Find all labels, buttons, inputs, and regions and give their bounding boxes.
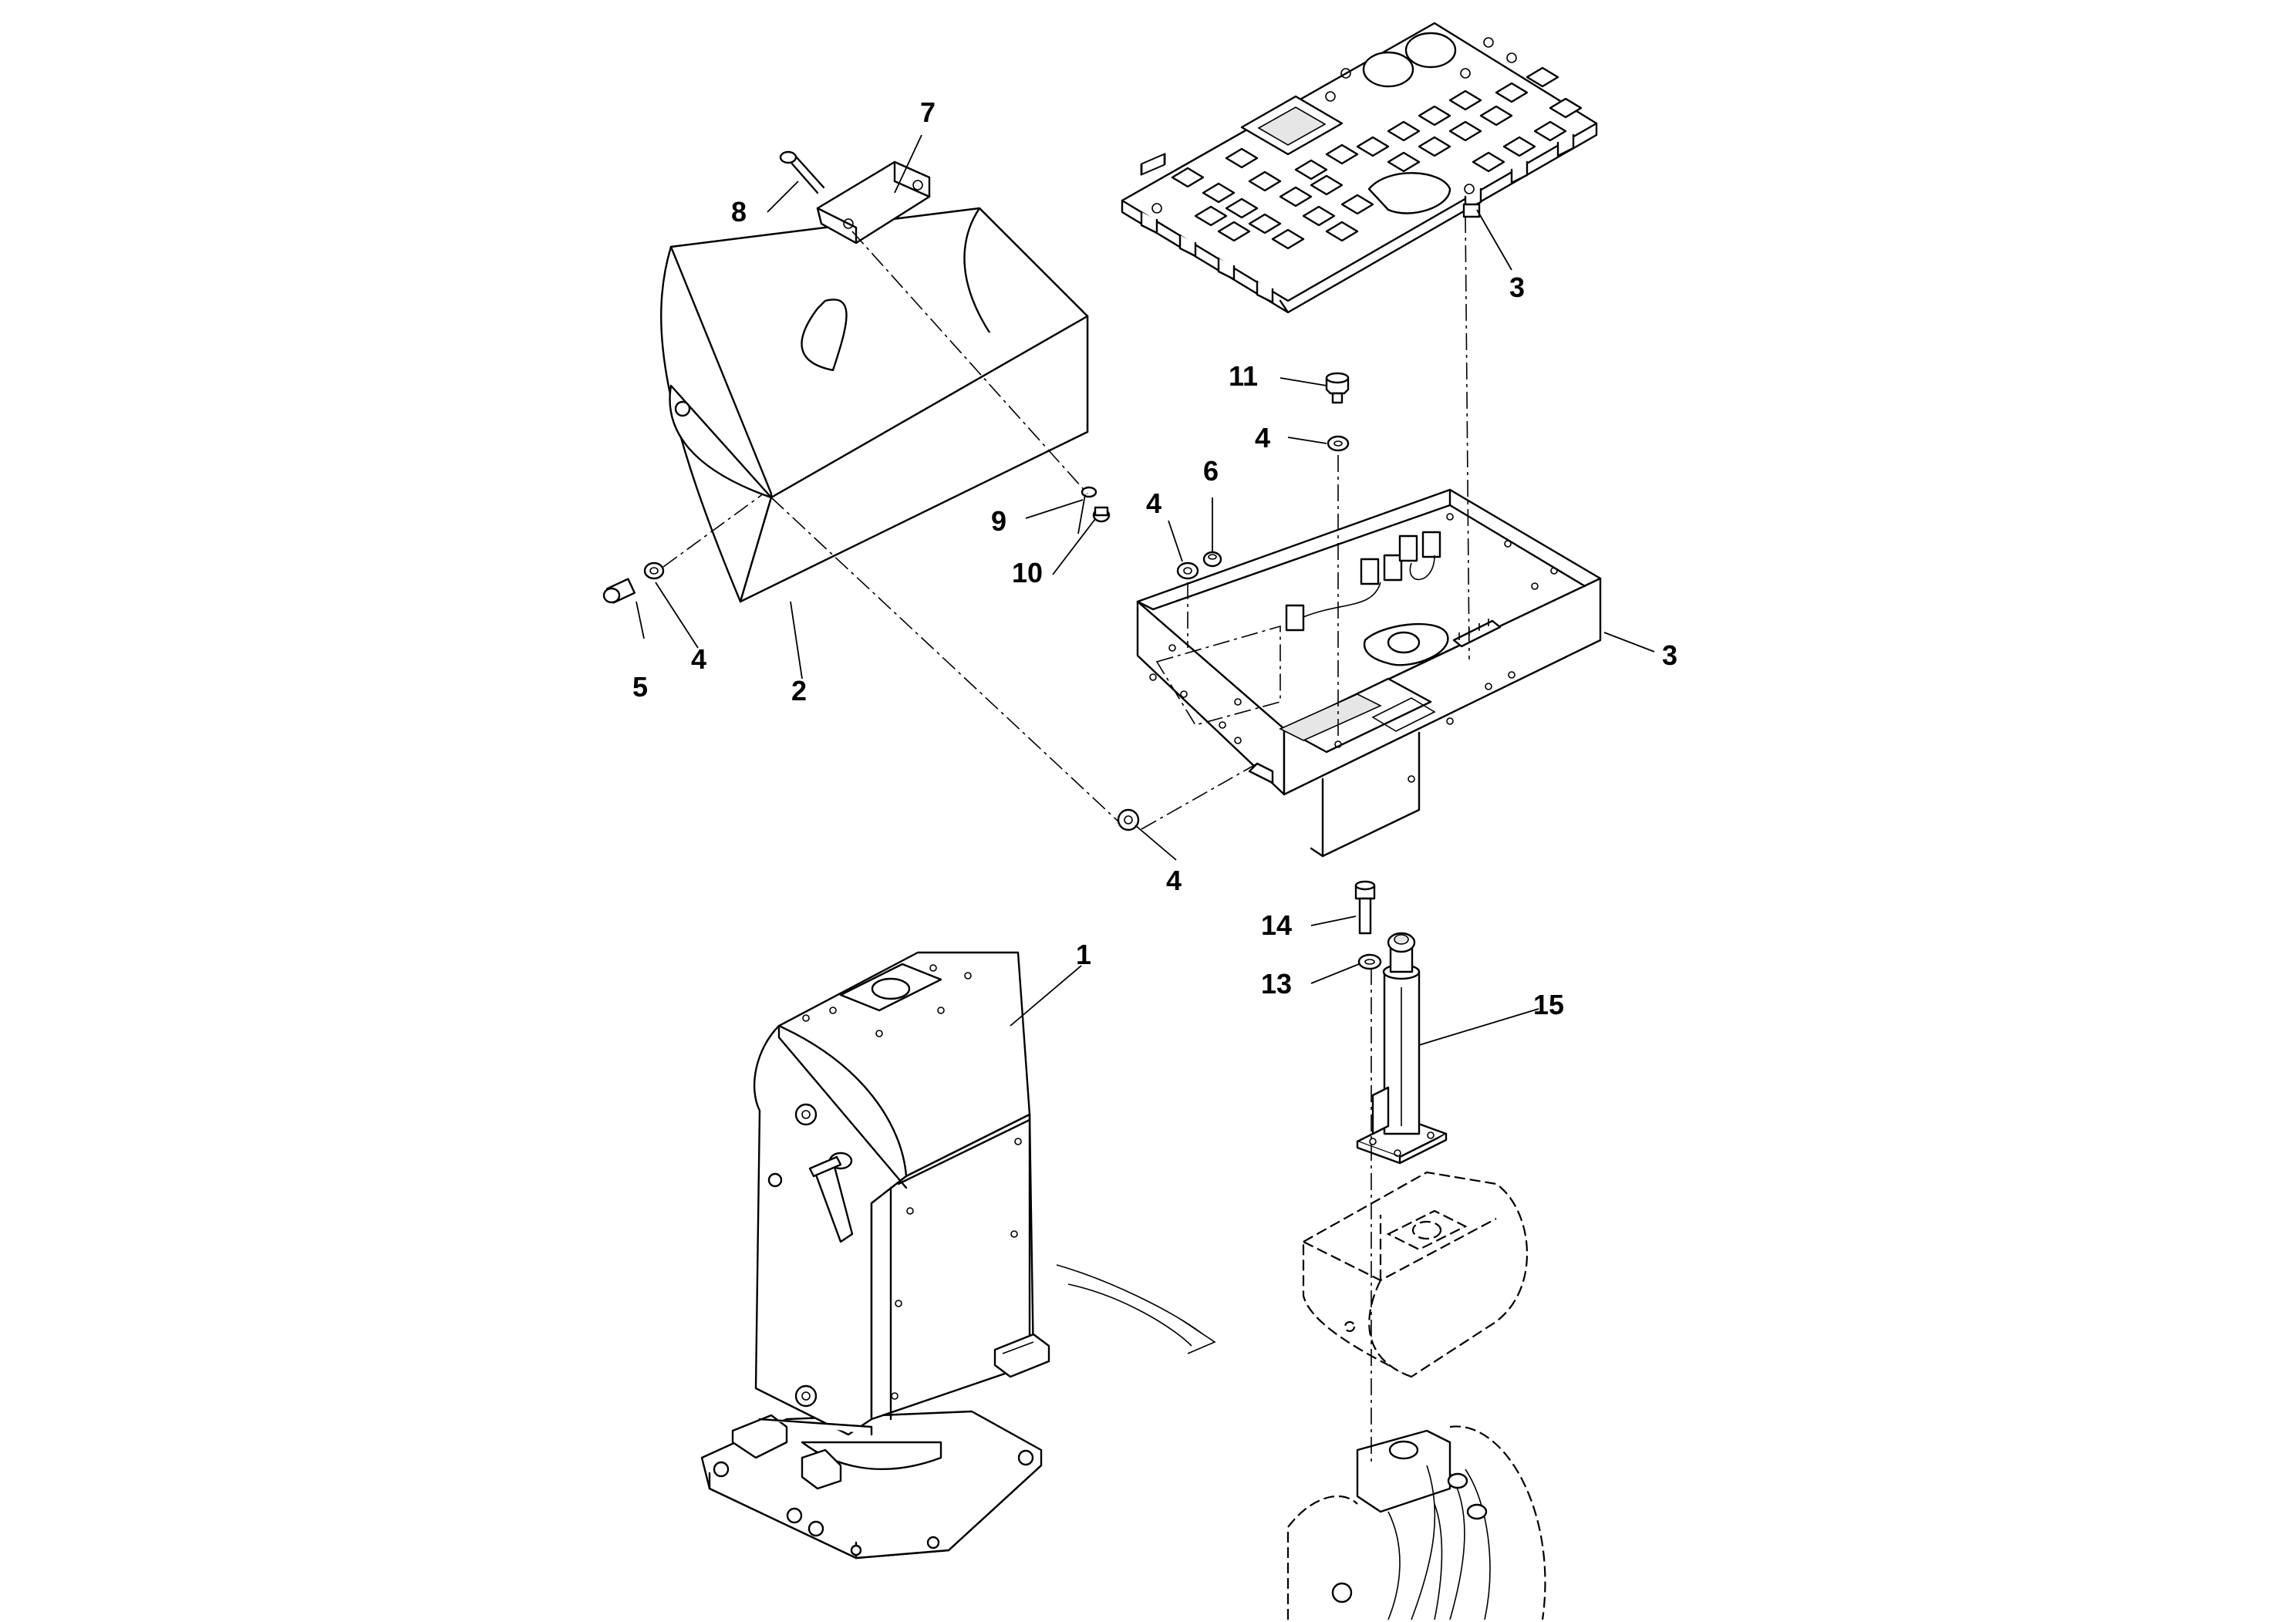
- callout-13: 13: [1261, 968, 1292, 1000]
- callout-15: 15: [1533, 989, 1564, 1020]
- steering-console-part-1: [700, 951, 1050, 1560]
- callout-3-top: 3: [1509, 271, 1525, 303]
- column-housing-outline: [1302, 1171, 1529, 1378]
- curved-cover-part-2: [660, 207, 1089, 603]
- console-box-part-3: [1136, 488, 1602, 858]
- callout-2: 2: [791, 675, 807, 706]
- callout-4-bottom: 4: [1166, 865, 1182, 896]
- washer-part-4-middle: [1176, 561, 1199, 580]
- callout-4-left: 4: [691, 643, 706, 675]
- bolt-part-8: [779, 150, 825, 194]
- callout-4-middle: 4: [1146, 487, 1161, 519]
- bolt-part-14: [1354, 880, 1376, 935]
- hydraulic-unit-outline: [1286, 1425, 1546, 1620]
- callout-14: 14: [1261, 909, 1292, 941]
- clamp-part-7: [816, 160, 931, 244]
- callout-3-middle: 3: [1662, 639, 1677, 671]
- callout-1: 1: [1076, 939, 1091, 970]
- alignment-lines: [663, 215, 1470, 1465]
- washer-part-4-top: [1327, 435, 1350, 452]
- instrument-panel-part-3: [1121, 22, 1598, 314]
- bolt-part-11: [1325, 372, 1350, 404]
- washer-part-9: [1081, 486, 1097, 498]
- nut-part-6: [1202, 551, 1222, 568]
- callout-5: 5: [632, 671, 648, 703]
- washer-part-13: [1357, 953, 1382, 970]
- callouts: 7 8 3 11 4 6 4 9 10 3 5 4 2 4 14 13 15 1: [632, 96, 1677, 1020]
- leader-lines: [636, 134, 1655, 1046]
- washer-part-4-bottom: [1117, 808, 1140, 831]
- steering-column-part-15: [1356, 932, 1448, 1165]
- nut-part-10: [1092, 506, 1111, 523]
- direction-arrow-icon: [1056, 1264, 1216, 1354]
- screw-part-5: [602, 578, 636, 604]
- callout-4-top: 4: [1255, 422, 1270, 454]
- callout-8: 8: [731, 196, 747, 228]
- callout-6: 6: [1203, 455, 1219, 487]
- callout-7: 7: [920, 96, 936, 128]
- callout-10: 10: [1012, 557, 1043, 588]
- washer-part-4-left: [643, 561, 665, 580]
- callout-11: 11: [1229, 360, 1258, 392]
- callout-9: 9: [991, 505, 1006, 537]
